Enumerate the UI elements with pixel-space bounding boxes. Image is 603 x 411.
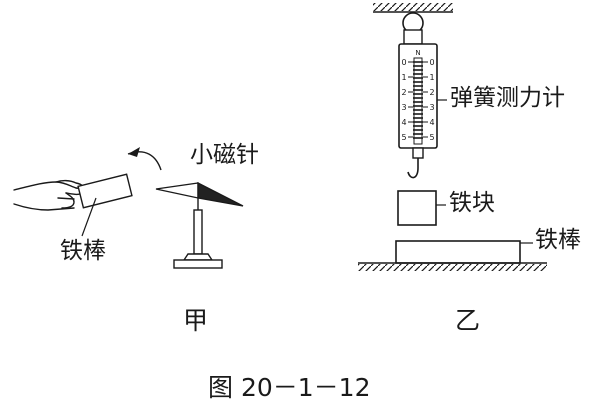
scale-tick-left: 1 bbox=[401, 73, 406, 82]
scale-tick-right: 3 bbox=[429, 103, 434, 112]
rod-leader-line bbox=[81, 197, 97, 237]
spring-scale: N 0 1 2 3 4 5 0 1 2 3 4 5 bbox=[398, 43, 438, 149]
needle-stand bbox=[173, 198, 223, 269]
label-iron-block: 铁块 bbox=[449, 190, 495, 216]
panel-right: N 0 1 2 3 4 5 0 1 2 3 4 5 bbox=[358, 3, 547, 271]
scale-tick-left: 5 bbox=[401, 133, 406, 142]
scale-top-clip bbox=[403, 29, 423, 45]
scale-tick-left: 4 bbox=[401, 118, 406, 127]
scale-hook bbox=[407, 158, 419, 179]
scale-unit: N bbox=[415, 49, 420, 57]
scale-bottom-clip bbox=[412, 147, 424, 159]
label-iron-rod-left: 铁棒 bbox=[60, 238, 106, 264]
panel-left bbox=[13, 147, 244, 269]
arrowhead-icon bbox=[128, 147, 140, 157]
scale-tick-right: 5 bbox=[429, 133, 434, 142]
scale-tick-left: 2 bbox=[401, 88, 406, 97]
scale-tick-right: 1 bbox=[429, 73, 434, 82]
figure-caption: 图 20－1－12 bbox=[208, 373, 371, 402]
iron-rod-right bbox=[395, 240, 521, 264]
caption-panel-left: 甲 bbox=[183, 306, 209, 335]
magnetic-needle bbox=[155, 181, 244, 207]
iron-block bbox=[397, 190, 437, 226]
iron-rod-left bbox=[77, 173, 133, 209]
scale-tick-left: 3 bbox=[401, 103, 406, 112]
hand-icon bbox=[13, 179, 87, 211]
scale-tick-right: 0 bbox=[429, 58, 434, 67]
ground-hatch bbox=[358, 264, 547, 271]
label-spring-scale: 弹簧测力计 bbox=[450, 85, 565, 111]
scale-tick-right: 4 bbox=[429, 118, 434, 127]
label-magnetic-needle: 小磁针 bbox=[190, 142, 259, 168]
ceiling-hatch bbox=[373, 3, 453, 11]
scale-tick-right: 2 bbox=[429, 88, 434, 97]
scale-tick-left: 0 bbox=[401, 58, 406, 67]
label-iron-rod-right: 铁棒 bbox=[535, 227, 581, 253]
caption-panel-right: 乙 bbox=[455, 306, 481, 335]
